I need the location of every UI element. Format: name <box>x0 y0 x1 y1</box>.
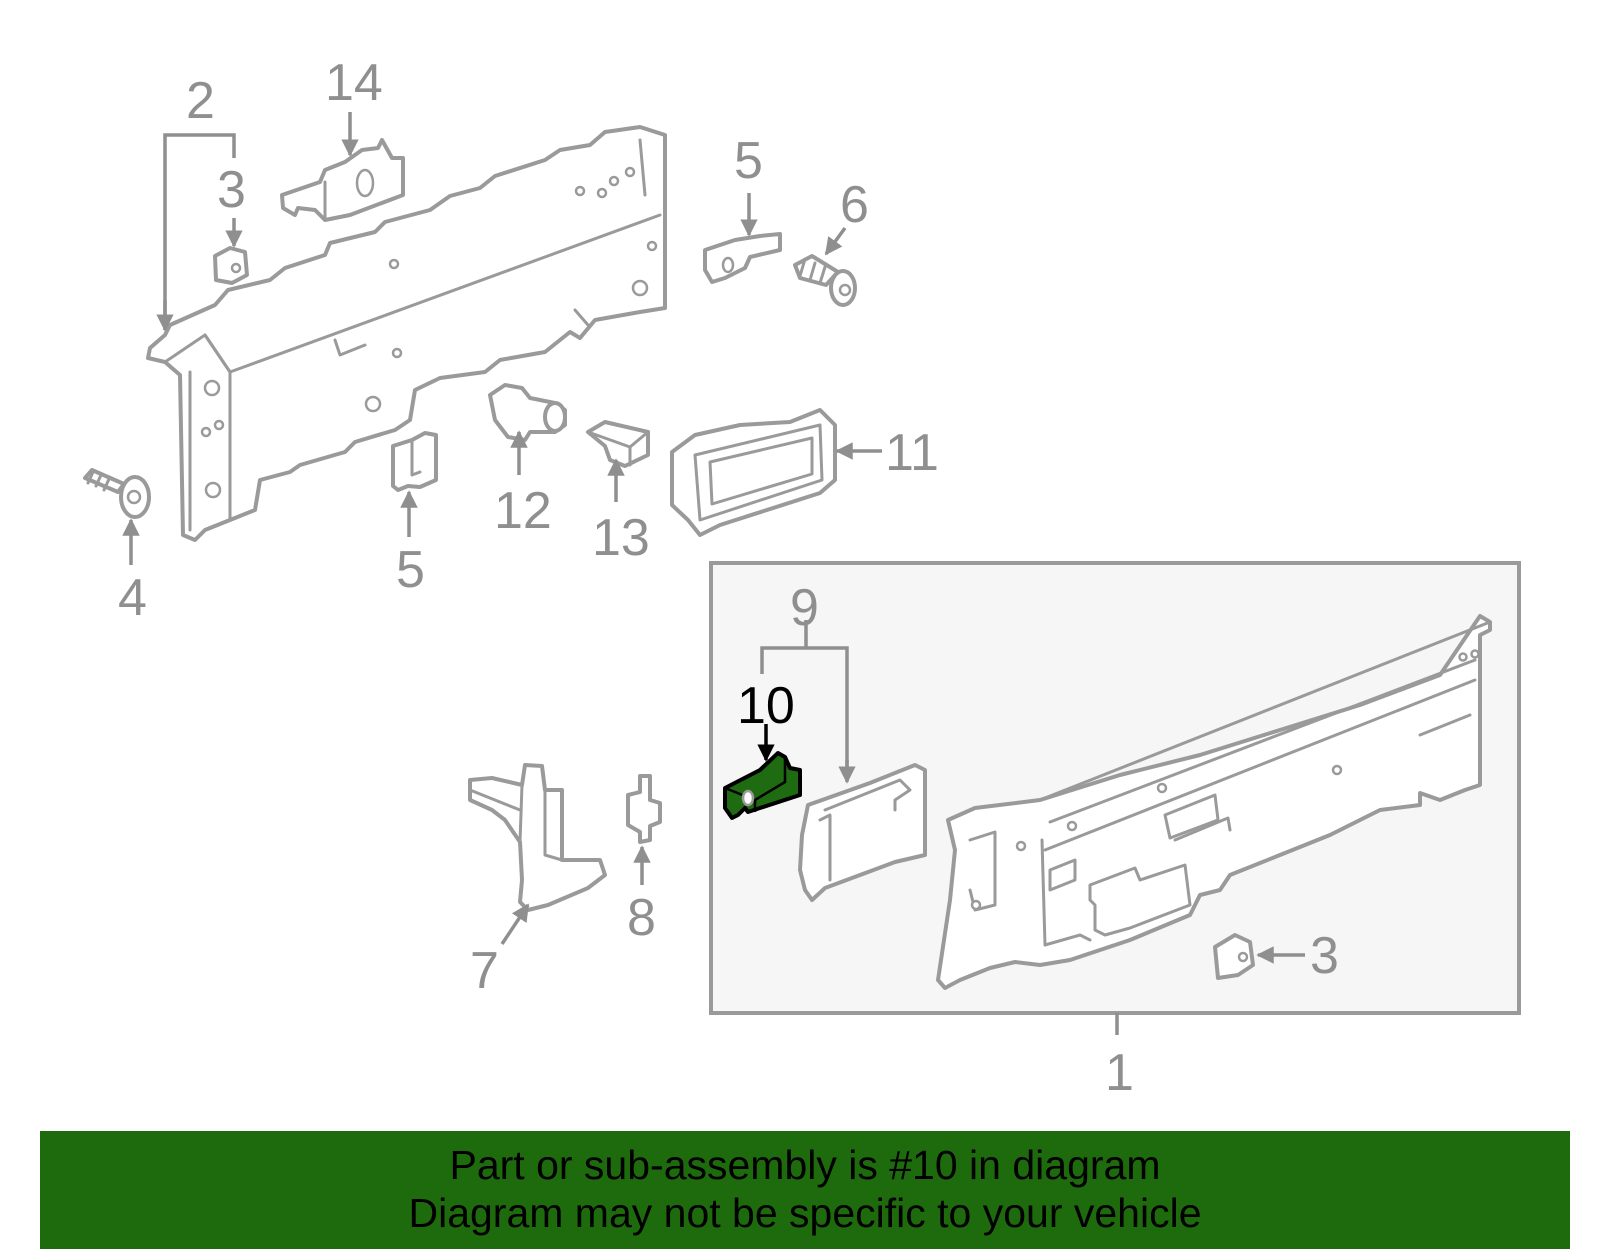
part-11-lamp <box>670 408 837 537</box>
part-9-panel <box>798 763 927 902</box>
part-12-plug <box>488 383 567 442</box>
part-7-bracket <box>468 763 607 912</box>
part-8-clip <box>626 774 662 844</box>
callout-3-lower: 3 <box>1310 927 1339 985</box>
part-5-clip-lower <box>391 431 438 492</box>
part-3-clip-lower <box>1213 933 1255 980</box>
callout-8: 8 <box>627 889 656 947</box>
part-14-bracket <box>280 138 405 222</box>
callout-10: 10 <box>737 677 795 735</box>
part-13-pad <box>586 420 650 468</box>
banner-line-2: Diagram may not be specific to your vehi… <box>408 1190 1202 1236</box>
callout-3-upper: 3 <box>217 161 246 219</box>
part-4-bolt <box>83 468 151 519</box>
callout-7: 7 <box>470 942 499 1000</box>
part-3-clip-upper <box>213 246 249 285</box>
part-5-bracket-upper <box>703 232 782 284</box>
callout-12: 12 <box>494 482 552 540</box>
callout-6: 6 <box>840 176 869 234</box>
callout-14: 14 <box>325 54 383 112</box>
banner-line-1: Part or sub-assembly is #10 in diagram <box>449 1142 1161 1188</box>
callout-4: 4 <box>118 569 147 627</box>
callout-11: 11 <box>885 424 939 482</box>
part-10-highlighted-bracket <box>723 751 802 820</box>
callout-5-upper: 5 <box>734 132 763 190</box>
callout-2: 2 <box>186 72 215 130</box>
part-6-bolt <box>793 254 857 307</box>
info-banner: Part or sub-assembly is #10 in diagram D… <box>40 1131 1570 1249</box>
callout-9: 9 <box>790 579 819 637</box>
callout-5-lower: 5 <box>396 541 425 599</box>
part-2-side-rail <box>146 125 667 542</box>
callout-1: 1 <box>1105 1044 1134 1102</box>
callout-labels: 2 3 14 4 5 5 6 12 13 11 9 10 7 8 3 1 <box>118 54 1339 1102</box>
leader-lines <box>122 112 1305 1035</box>
part-1-inner-panel <box>936 614 1492 990</box>
callout-13: 13 <box>592 509 650 567</box>
